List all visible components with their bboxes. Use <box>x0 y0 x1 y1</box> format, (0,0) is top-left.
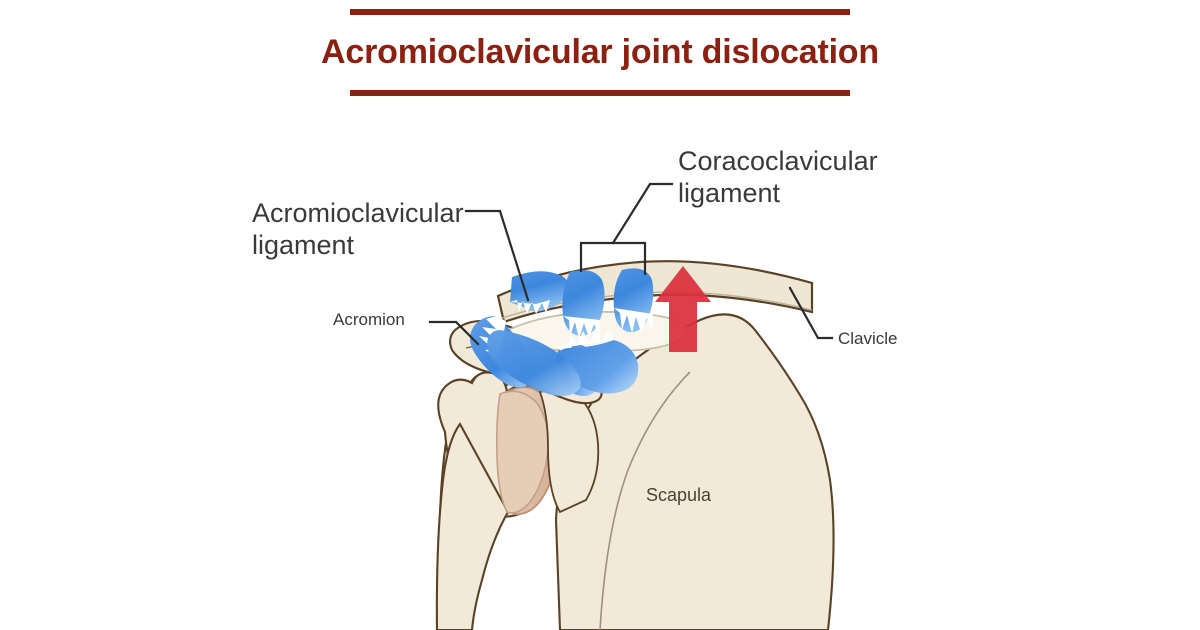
label-coracoclavicular-ligament: Coracoclavicular ligament <box>678 146 878 208</box>
label-acromion: Acromion <box>333 310 405 329</box>
title-rule-bottom <box>350 90 850 96</box>
page-title: Acromioclavicular joint dislocation <box>321 33 879 71</box>
leader-lines <box>428 182 834 346</box>
humeral-head-cartilage <box>496 386 560 516</box>
leader-acromioclavicular <box>464 209 530 302</box>
leader-clavicle <box>788 286 834 340</box>
leader-coracoclavicular <box>611 182 674 245</box>
title-block: Acromioclavicular joint dislocation <box>0 0 1200 96</box>
acromioclavicular-ligament-lower-band <box>487 330 581 396</box>
title-rule-top <box>350 9 850 15</box>
label-acromioclavicular-ligament: Acromioclavicular ligament <box>252 198 464 260</box>
displacement-arrow-icon <box>655 266 711 352</box>
label-clavicle: Clavicle <box>838 329 898 348</box>
label-scapula: Scapula <box>646 485 712 505</box>
leader-acromion <box>428 320 480 346</box>
